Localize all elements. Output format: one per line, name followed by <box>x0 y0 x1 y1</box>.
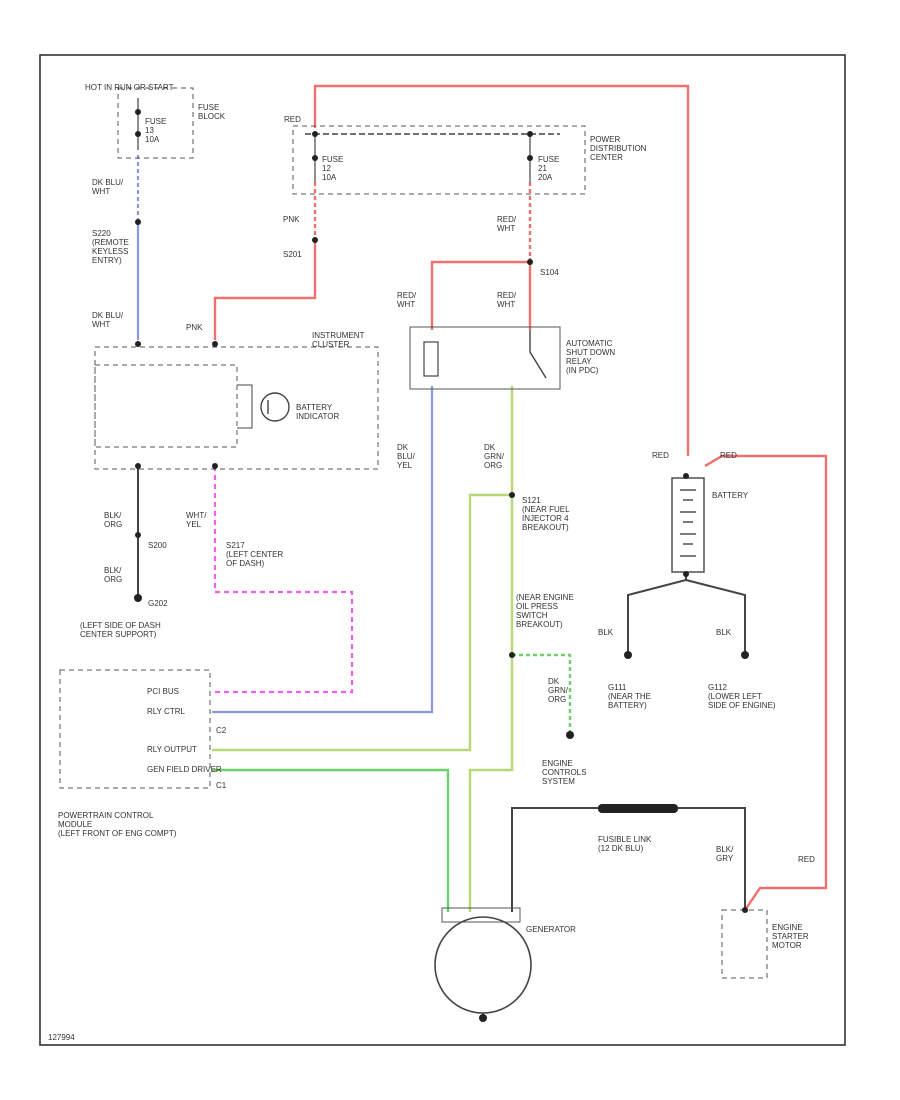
pcm-box <box>59 669 211 789</box>
label-g202: G202 <box>148 599 168 608</box>
label-s104: S104 <box>540 268 559 277</box>
label-generator: GENERATOR <box>526 925 576 934</box>
wire-asd-generator <box>468 495 514 912</box>
label-pci-bus: PCI BUS <box>147 687 179 696</box>
wire-gen-field <box>212 768 450 912</box>
label-blk-2: BLK <box>716 628 732 637</box>
label-blk-org-2: BLK/ORG <box>104 566 122 584</box>
label-wht-yel: WHT/YEL <box>186 511 207 529</box>
indicator-leads <box>237 384 253 429</box>
label-battery: BATTERY <box>712 491 749 500</box>
relay-coil-icon <box>423 341 439 377</box>
starter-box <box>721 909 768 979</box>
label-red-wht-1: RED/WHT <box>497 215 517 233</box>
wire-gen-output <box>511 807 598 912</box>
label-blk-1: BLK <box>598 628 614 637</box>
label-hot-run-start: HOT IN RUN OR START <box>85 83 174 92</box>
wire-blk-gry-starter <box>678 807 746 910</box>
wire-oil-branch <box>512 653 572 735</box>
label-red-top: RED <box>284 115 301 124</box>
label-pnk-2: PNK <box>186 323 203 332</box>
label-red-batt-left: RED <box>652 451 669 460</box>
label-c2: C2 <box>216 726 227 735</box>
fuse-block-box <box>117 87 194 159</box>
wire-red-battery-feed <box>313 84 690 456</box>
wire-rly-ctrl <box>212 386 434 714</box>
wire-pnk-cluster <box>213 240 317 340</box>
label-gen-field: GEN FIELD DRIVER <box>147 765 222 774</box>
wire-ground-g111 <box>627 572 687 655</box>
label-pnk-1: PNK <box>283 215 300 224</box>
pdc-box <box>292 125 586 195</box>
splice-dots <box>134 109 749 1022</box>
wire-pci-bus <box>212 466 354 694</box>
battery-indicator-icon <box>260 392 290 422</box>
wire-red-relay-coil <box>430 260 530 330</box>
label-dkblu-wht-mid: DK BLU/WHT <box>92 311 124 329</box>
wire-rly-output <box>212 386 514 752</box>
label-dkblu-wht-top: DK BLU/WHT <box>92 178 124 196</box>
battery-cells-icon <box>680 489 696 557</box>
asd-relay-box <box>409 326 561 390</box>
generator-icon <box>434 916 532 1014</box>
label-red-batt-right: RED <box>720 451 737 460</box>
label-fusible-link: FUSIBLE LINK(12 DK BLU) <box>598 835 652 853</box>
label-c1: C1 <box>216 781 227 790</box>
label-blk-org-1: BLK/ORG <box>104 511 122 529</box>
generator-terminal-box <box>441 907 521 923</box>
label-blk-gry: BLK/GRY <box>716 845 734 863</box>
figure-id: 127994 <box>48 1033 75 1042</box>
label-s200: S200 <box>148 541 167 550</box>
label-red-starter: RED <box>798 855 815 864</box>
label-red-wht-2: RED/WHT <box>397 291 417 309</box>
label-red-wht-3: RED/WHT <box>497 291 517 309</box>
relay-switch-icon <box>529 330 547 379</box>
cluster-inner-box <box>94 364 238 448</box>
wire-ground-g112 <box>685 579 746 655</box>
label-rly-ctrl: RLY CTRL <box>147 707 185 716</box>
wire-red-starter <box>704 454 828 911</box>
label-rly-output: RLY OUTPUT <box>147 745 197 754</box>
diagram-frame <box>39 54 846 1046</box>
battery-icon <box>671 477 705 573</box>
label-s201: S201 <box>283 250 302 259</box>
fusible-link-icon <box>598 804 678 813</box>
